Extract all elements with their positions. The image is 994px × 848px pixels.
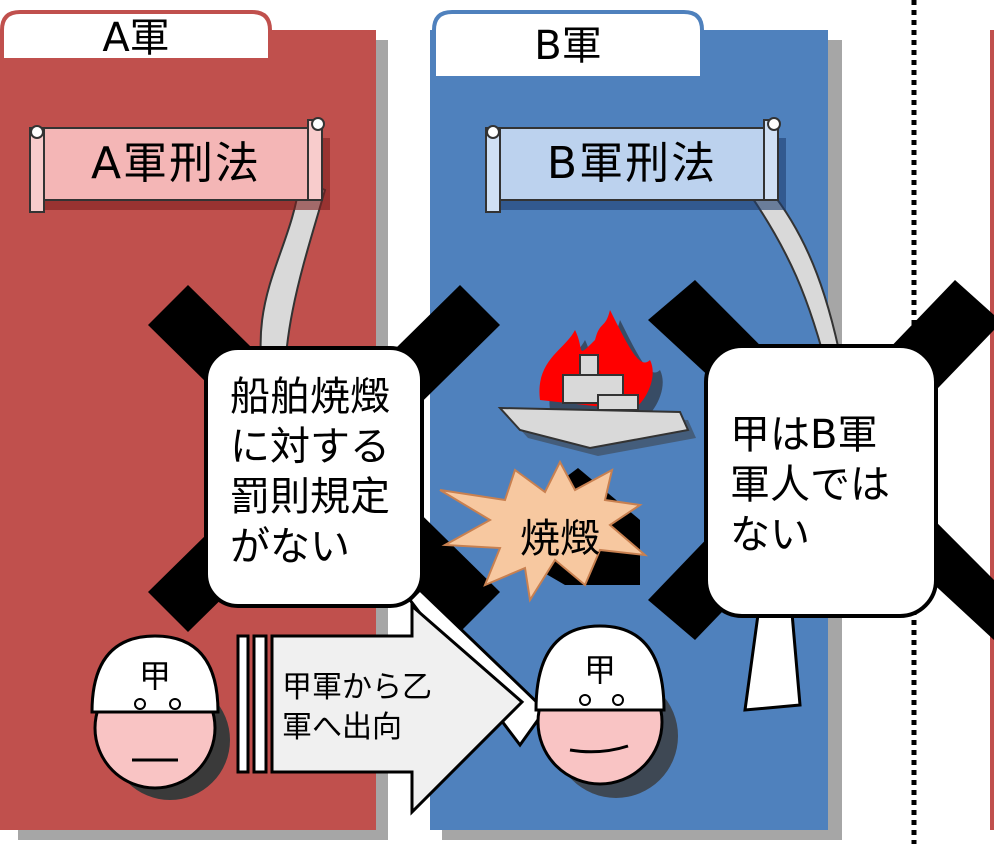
burst-label: 焼燬 [520,516,600,562]
bubble-left-line-3: 罰則規定 [230,474,390,520]
bubble-left-line-4: がない [230,524,350,570]
bubble-right-line-1: 甲はB軍 [730,412,878,458]
bubble-right-line-3: ない [730,512,810,558]
panel-a-title: A軍 [102,15,170,61]
bubble-left-line-2: に対する [230,424,390,470]
arrow-label-line-1: 甲軍から乙 [282,670,432,705]
panel-b-title: B軍 [534,23,602,69]
speech-bubble-right [704,344,938,712]
arrow-label: 甲軍から乙 軍へ出向 [282,668,432,748]
law-a-label: A軍刑法 [90,138,262,189]
person-left-label: 甲 [138,657,171,695]
panel-a-tab [0,10,272,62]
arrow-label-line-2: 軍へ出向 [282,710,402,745]
burning-ship-icon [497,310,696,456]
person-helmet-right-icon [534,624,678,798]
person-helmet-left-icon [90,634,230,800]
bubble-left-text: 船舶焼燬 に対する 罰則規定 がない [230,372,390,572]
arrow-right-icon [236,602,525,816]
law-scroll-a-icon [29,117,330,411]
law-b-label: B軍刑法 [546,138,718,189]
panel-c-edge [990,30,994,830]
bubble-right-text: 甲はB軍 軍人では ない [730,410,890,560]
bubble-right-line-2: 軍人では [730,462,890,508]
panel-b-tab [432,10,704,80]
person-right-label: 甲 [583,651,616,689]
law-scroll-b-icon [485,117,847,381]
explosion-icon [439,459,649,603]
bubble-left-line-1: 船舶焼燬 [230,374,390,420]
